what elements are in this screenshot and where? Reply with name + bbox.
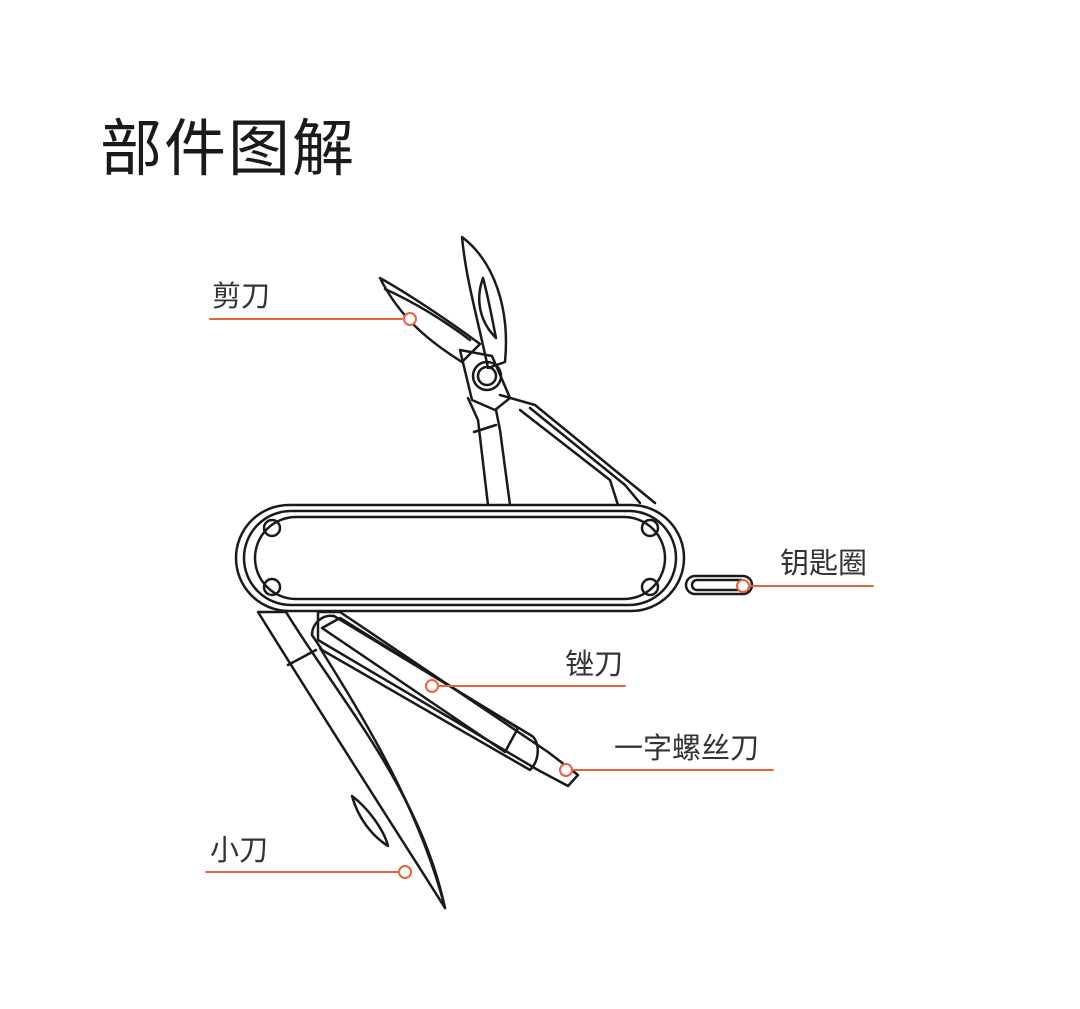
label-small-knife: 小刀 (210, 833, 269, 867)
label-key-ring: 钥匙圈 (780, 546, 868, 580)
callouts (205, 312, 874, 879)
scissors-drawing (378, 235, 657, 507)
file-tool-drawing (310, 610, 580, 788)
page-title: 部件图解 (100, 112, 357, 185)
label-file: 锉刀 (565, 647, 624, 681)
handle-drawing (234, 503, 686, 613)
label-scissors: 剪刀 (212, 279, 271, 313)
small-knife-drawing (256, 610, 447, 910)
label-screwdriver: 一字螺丝刀 (614, 731, 760, 765)
